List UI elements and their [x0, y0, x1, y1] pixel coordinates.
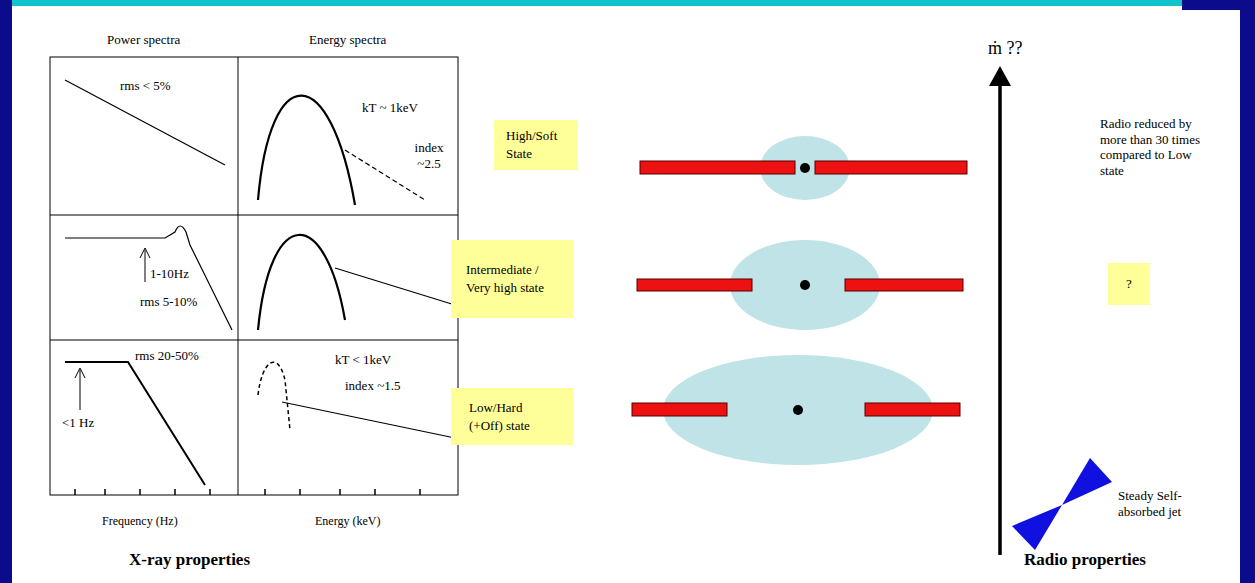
section-title-text: X-ray properties	[129, 550, 250, 569]
annotation-text: 1-10Hz	[150, 266, 189, 281]
axis-label-text: Energy (keV)	[315, 514, 380, 528]
annotation: index ~2.5	[405, 140, 453, 171]
axis-title-text: ṁ ??	[988, 38, 1022, 58]
section-title: X-ray properties	[129, 550, 250, 570]
annotation-text: index ~2.5	[415, 140, 444, 171]
annotation-text: <1 Hz	[62, 415, 94, 430]
axis-label: Energy (keV)	[315, 514, 380, 528]
column-header: Power spectra	[107, 32, 180, 48]
annotation: <1 Hz	[62, 415, 94, 431]
frame-bar	[12, 0, 1182, 6]
axis-title: ṁ ??	[988, 38, 1022, 60]
annotation: kT ~ 1keV	[362, 100, 418, 116]
annotation-text: rms < 5%	[120, 78, 171, 93]
frame-bar	[1182, 0, 1255, 10]
note: Steady Self-absorbed jet	[1118, 488, 1182, 519]
column-header: Energy spectra	[309, 32, 386, 48]
annotation: 1-10Hz	[150, 266, 189, 282]
accretion-sketches	[632, 136, 967, 465]
annotation: rms < 5%	[120, 78, 171, 94]
column-header-text: Energy spectra	[309, 32, 386, 47]
box-text: Low/Hard (+Off) state	[469, 399, 555, 434]
annotation-text: kT < 1keV	[335, 352, 391, 367]
annotation-text: rms 20-50%	[135, 348, 199, 363]
annotation: index ~1.5	[345, 378, 400, 394]
annotation-text: index ~1.5	[345, 378, 400, 393]
spectra-curves	[65, 80, 455, 485]
annotation: rms 5-10%	[140, 294, 197, 310]
axis-ticks	[75, 489, 420, 495]
annotation-text: rms 5-10%	[140, 294, 197, 309]
jet-symbol	[1012, 458, 1112, 550]
note-text: Radio reduced by more than 30 times comp…	[1100, 116, 1200, 178]
box-text: High/Soft State	[506, 127, 566, 162]
state-box: High/Soft State	[494, 120, 578, 170]
box-text: Intermediate / Very high state	[466, 261, 558, 296]
axis-label-text: Frequency (Hz)	[102, 514, 178, 528]
accretion-rate-arrow	[989, 66, 1011, 555]
frame-bar	[1240, 0, 1255, 583]
axis-label: Frequency (Hz)	[102, 514, 178, 528]
section-title: Radio properties	[1024, 550, 1146, 570]
section-title-text: Radio properties	[1024, 550, 1146, 569]
box-text: ?	[1112, 275, 1146, 293]
column-header-text: Power spectra	[107, 32, 180, 47]
annotation: rms 20-50%	[135, 348, 199, 364]
annotation-text: kT ~ 1keV	[362, 100, 418, 115]
state-box: Intermediate / Very high state	[451, 240, 573, 318]
question-box: ?	[1108, 263, 1150, 305]
frame-bar	[0, 0, 12, 583]
table-grid	[50, 57, 458, 495]
note: Radio reduced by more than 30 times comp…	[1100, 116, 1215, 178]
annotation: kT < 1keV	[335, 352, 391, 368]
state-box: Low/Hard (+Off) state	[451, 388, 573, 445]
note-text: Steady Self-absorbed jet	[1118, 488, 1182, 519]
